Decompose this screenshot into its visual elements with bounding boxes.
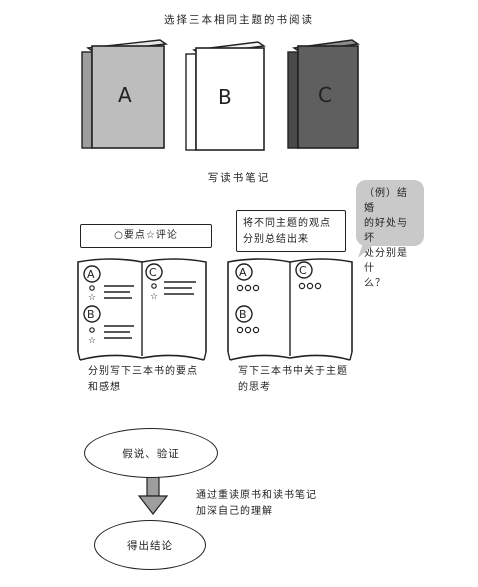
left-open-notebook: A ☆ B ☆ C ☆ — [77, 258, 207, 361]
svg-text:☆: ☆ — [88, 336, 96, 346]
example-line-3: 处分别是什 — [364, 248, 408, 274]
right-open-notebook: A C B — [227, 258, 353, 361]
page-title: 选择三本相同主题的书阅读 — [164, 14, 314, 26]
notes-section-title: 写读书笔记 — [207, 172, 271, 184]
svg-text:☆: ☆ — [150, 292, 158, 302]
left-caption-line-1: 分别写下三本书的要点 — [88, 366, 198, 377]
left-page-circle-b — [83, 305, 101, 323]
book-b-letter: B — [218, 85, 232, 109]
right-page-letter-b: B — [239, 308, 247, 321]
example-speech-bubble: （例）结婚 的好处与坏 处分别是什 么？ — [356, 180, 424, 289]
conclusion-label: 得出结论 — [127, 539, 173, 552]
example-line-4: 么？ — [364, 278, 386, 289]
book-c-letter: C — [318, 83, 332, 107]
left-page-circle-a — [83, 265, 101, 283]
arrow-note-line-1: 通过重读原书和读书笔记 — [196, 490, 317, 501]
right-page-letter-c: C — [299, 264, 307, 277]
right-page-circle-a — [235, 263, 253, 281]
hypothesis-label: 假说、验证 — [122, 447, 180, 460]
right-page-circle-c — [295, 261, 313, 279]
bubble-tail — [358, 240, 372, 258]
left-page-letter-c: C — [149, 266, 157, 279]
arrow-note: 通过重读原书和读书笔记 加深自己的理解 — [196, 488, 356, 520]
left-page-letter-b: B — [87, 308, 95, 321]
svg-text:☆: ☆ — [88, 293, 96, 303]
book-b: B — [185, 41, 266, 151]
example-line-2: 的好处与坏 — [364, 218, 408, 244]
book-a-letter: A — [118, 83, 132, 107]
book-a: A — [81, 39, 168, 149]
arrow-note-line-2: 加深自己的理解 — [196, 506, 273, 517]
left-page-letter-a: A — [87, 268, 95, 281]
left-caption: 分别写下三本书的要点 和感想 — [88, 364, 218, 396]
right-caption: 写下三本书中关于主题 的思考 — [238, 364, 368, 396]
right-page-letter-a: A — [239, 266, 247, 279]
left-caption-line-2: 和感想 — [88, 382, 121, 393]
book-c: C — [287, 39, 360, 149]
left-page-circle-c — [145, 263, 163, 281]
conclusion-oval: 得出结论 — [94, 520, 206, 570]
right-caption-line-2: 的思考 — [238, 382, 271, 393]
right-note-box: 将不同主题的观点 分别总结出来 — [236, 210, 346, 252]
right-note-box-line-2: 分别总结出来 — [243, 234, 309, 245]
example-line-1: （例）结婚 — [364, 188, 408, 214]
right-note-box-line-1: 将不同主题的观点 — [243, 218, 331, 229]
right-caption-line-1: 写下三本书中关于主题 — [238, 366, 348, 377]
hypothesis-oval: 假说、验证 — [84, 428, 218, 478]
left-note-box: ○要点☆评论 — [80, 224, 212, 248]
left-note-box-label: ○要点☆评论 — [114, 230, 178, 241]
right-page-circle-b — [235, 305, 253, 323]
